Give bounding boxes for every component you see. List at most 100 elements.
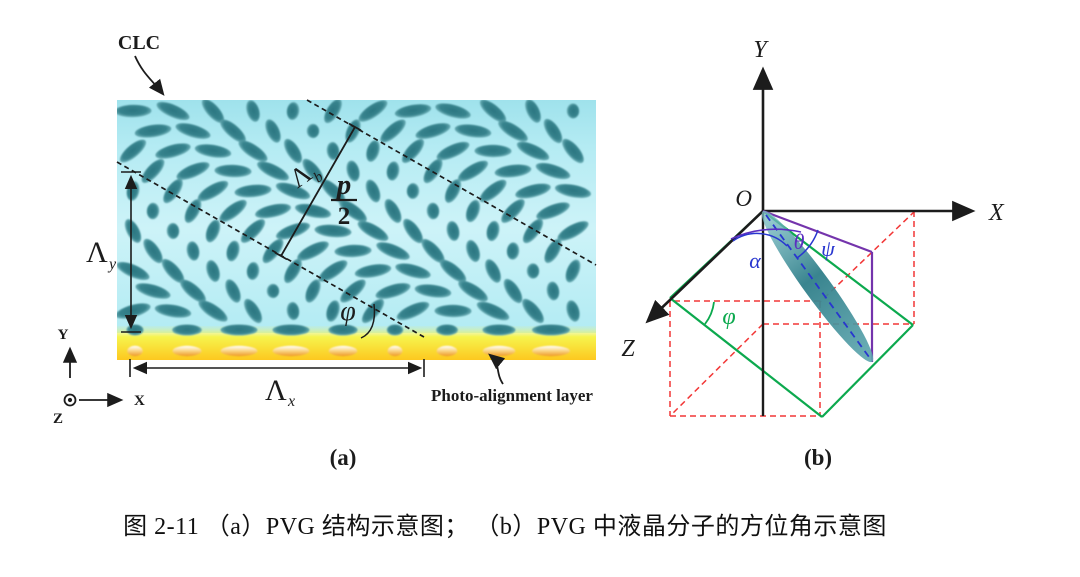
lc-molecule-ellipse bbox=[198, 300, 228, 322]
lc-molecule-ellipse bbox=[479, 100, 507, 123]
lc-molecule-ellipse bbox=[117, 104, 152, 118]
box-edge bbox=[819, 210, 916, 303]
lc-molecule-ellipse bbox=[366, 140, 380, 162]
x-axis-label: X bbox=[988, 200, 1005, 226]
lc-molecule-ellipse bbox=[554, 184, 592, 198]
lc-molecule-ellipse bbox=[134, 124, 172, 138]
figure-caption: 图 2-11 （a）PVG 结构示意图； （b）PVG 中液晶分子的方位角示意图 bbox=[123, 514, 887, 540]
origin-label: O bbox=[735, 186, 752, 211]
lc-molecule-ellipse bbox=[141, 159, 165, 183]
lc-molecule-ellipse bbox=[180, 279, 206, 303]
lc-molecule-ellipse bbox=[339, 199, 367, 223]
lc-molecule-ellipse bbox=[426, 202, 440, 220]
lc-molecule-ellipse bbox=[346, 160, 360, 182]
lc-molecule-ellipse bbox=[446, 221, 460, 241]
lc-molecule-ellipse bbox=[266, 283, 280, 299]
alignment-surface-ellipse bbox=[532, 345, 570, 357]
panel-a: CLC Λ b p 2 Λ y Λ x φ Photo-alignment la… bbox=[53, 32, 597, 470]
lc-molecule-ellipse bbox=[544, 238, 562, 264]
lc-molecule-ellipse bbox=[485, 259, 501, 283]
lc-molecule-ellipse bbox=[146, 202, 160, 220]
lc-molecule-ellipse bbox=[565, 259, 581, 283]
lambda-y-label: Λ y bbox=[86, 236, 117, 273]
panel-b-tag: (b) bbox=[804, 445, 832, 470]
alignment-surface-ellipse bbox=[220, 345, 258, 357]
lc-molecule-ellipse bbox=[494, 164, 532, 178]
alignment-surface-ellipse bbox=[328, 345, 358, 357]
lc-molecule-grid bbox=[117, 100, 592, 357]
lc-molecule-ellipse bbox=[506, 242, 520, 260]
lc-surface-ellipse bbox=[220, 324, 258, 336]
lc-molecule-ellipse bbox=[562, 138, 584, 164]
lc-surface-ellipse bbox=[328, 324, 358, 336]
photo-alignment-leader-arrow bbox=[488, 353, 506, 385]
lc-molecule-ellipse bbox=[503, 278, 523, 304]
lc-molecule-ellipse bbox=[516, 141, 550, 161]
lc-molecule-ellipse bbox=[306, 123, 320, 139]
lc-molecule-ellipse bbox=[324, 100, 342, 124]
lc-molecule-ellipse bbox=[486, 220, 500, 242]
lc-molecule-ellipse bbox=[525, 100, 541, 123]
lc-molecule-ellipse bbox=[439, 259, 467, 283]
z-out-of-plane-dot-icon bbox=[67, 397, 73, 403]
lc-molecule-ellipse bbox=[474, 144, 512, 158]
lc-surface-ellipse bbox=[532, 324, 570, 336]
lc-molecule-ellipse bbox=[326, 142, 340, 160]
mini-axis-y-label: Y bbox=[58, 327, 69, 343]
psi-label: ψ bbox=[821, 236, 835, 261]
alpha-angle-arc bbox=[732, 232, 788, 247]
lc-molecule-ellipse bbox=[403, 218, 423, 244]
lc-molecule-ellipse bbox=[225, 279, 241, 303]
psi-angle-arc bbox=[796, 229, 819, 259]
lc-molecule-ellipse bbox=[340, 279, 366, 303]
lc-molecule-ellipse bbox=[479, 179, 507, 203]
lc-molecule-ellipse bbox=[454, 124, 492, 138]
lc-molecule-ellipse bbox=[380, 119, 406, 143]
half-pitch-fraction: p 2 bbox=[331, 169, 357, 230]
alignment-surface-ellipse bbox=[272, 345, 310, 357]
lc-surface-ellipse bbox=[126, 324, 144, 336]
lc-surface-ellipse bbox=[272, 324, 310, 336]
plane-edge bbox=[669, 297, 823, 418]
lc-molecule-ellipse bbox=[414, 284, 452, 298]
lc-molecule-ellipse bbox=[166, 223, 180, 239]
lc-molecule-ellipse bbox=[238, 140, 268, 162]
lc-molecule-ellipse bbox=[498, 120, 528, 142]
pitch-denominator: 2 bbox=[338, 203, 351, 230]
plane-edge bbox=[821, 324, 914, 418]
lc-molecule-ellipse bbox=[201, 100, 225, 124]
lambda-y-symbol: Λ bbox=[86, 236, 108, 269]
lc-molecule-ellipse bbox=[386, 161, 400, 181]
lc-molecule-ellipse bbox=[466, 240, 480, 262]
lc-molecule-ellipse bbox=[546, 281, 560, 301]
lc-molecule-ellipse bbox=[226, 240, 240, 262]
lc-molecule-ellipse bbox=[176, 162, 210, 180]
pitch-numerator: p bbox=[334, 169, 352, 201]
lc-molecule-ellipse bbox=[557, 221, 589, 241]
z-axis bbox=[645, 210, 764, 324]
lc-molecule-ellipse bbox=[396, 301, 430, 321]
alignment-surface-ellipse bbox=[387, 345, 403, 357]
lc-surface-ellipse bbox=[482, 324, 516, 336]
lc-surface-ellipse bbox=[436, 324, 458, 336]
phi-label: φ bbox=[722, 304, 735, 330]
alignment-surface-ellipse bbox=[172, 345, 202, 357]
alignment-surface-ellipse bbox=[127, 345, 143, 357]
lc-molecule-ellipse bbox=[376, 242, 410, 260]
lc-molecule-ellipse bbox=[246, 100, 260, 122]
lc-molecule-ellipse bbox=[384, 199, 402, 223]
lc-molecule-ellipse bbox=[436, 141, 470, 161]
lc-molecule-ellipse bbox=[566, 300, 580, 322]
lc-molecule-ellipse bbox=[155, 143, 191, 159]
lambda-b-measure-line bbox=[280, 126, 356, 257]
lc-molecule-ellipse bbox=[421, 239, 445, 263]
lc-molecule-ellipse bbox=[458, 160, 488, 182]
y-axis-label: Y bbox=[753, 37, 769, 63]
lc-molecule-ellipse bbox=[255, 203, 291, 219]
lc-molecule-ellipse bbox=[186, 241, 200, 261]
lc-molecule-ellipse bbox=[365, 179, 381, 203]
lc-molecule-ellipse bbox=[276, 222, 310, 240]
lc-molecule-ellipse bbox=[246, 262, 260, 280]
panel-b: O Y X Z θ ψ α φ (b) bbox=[621, 37, 1005, 470]
